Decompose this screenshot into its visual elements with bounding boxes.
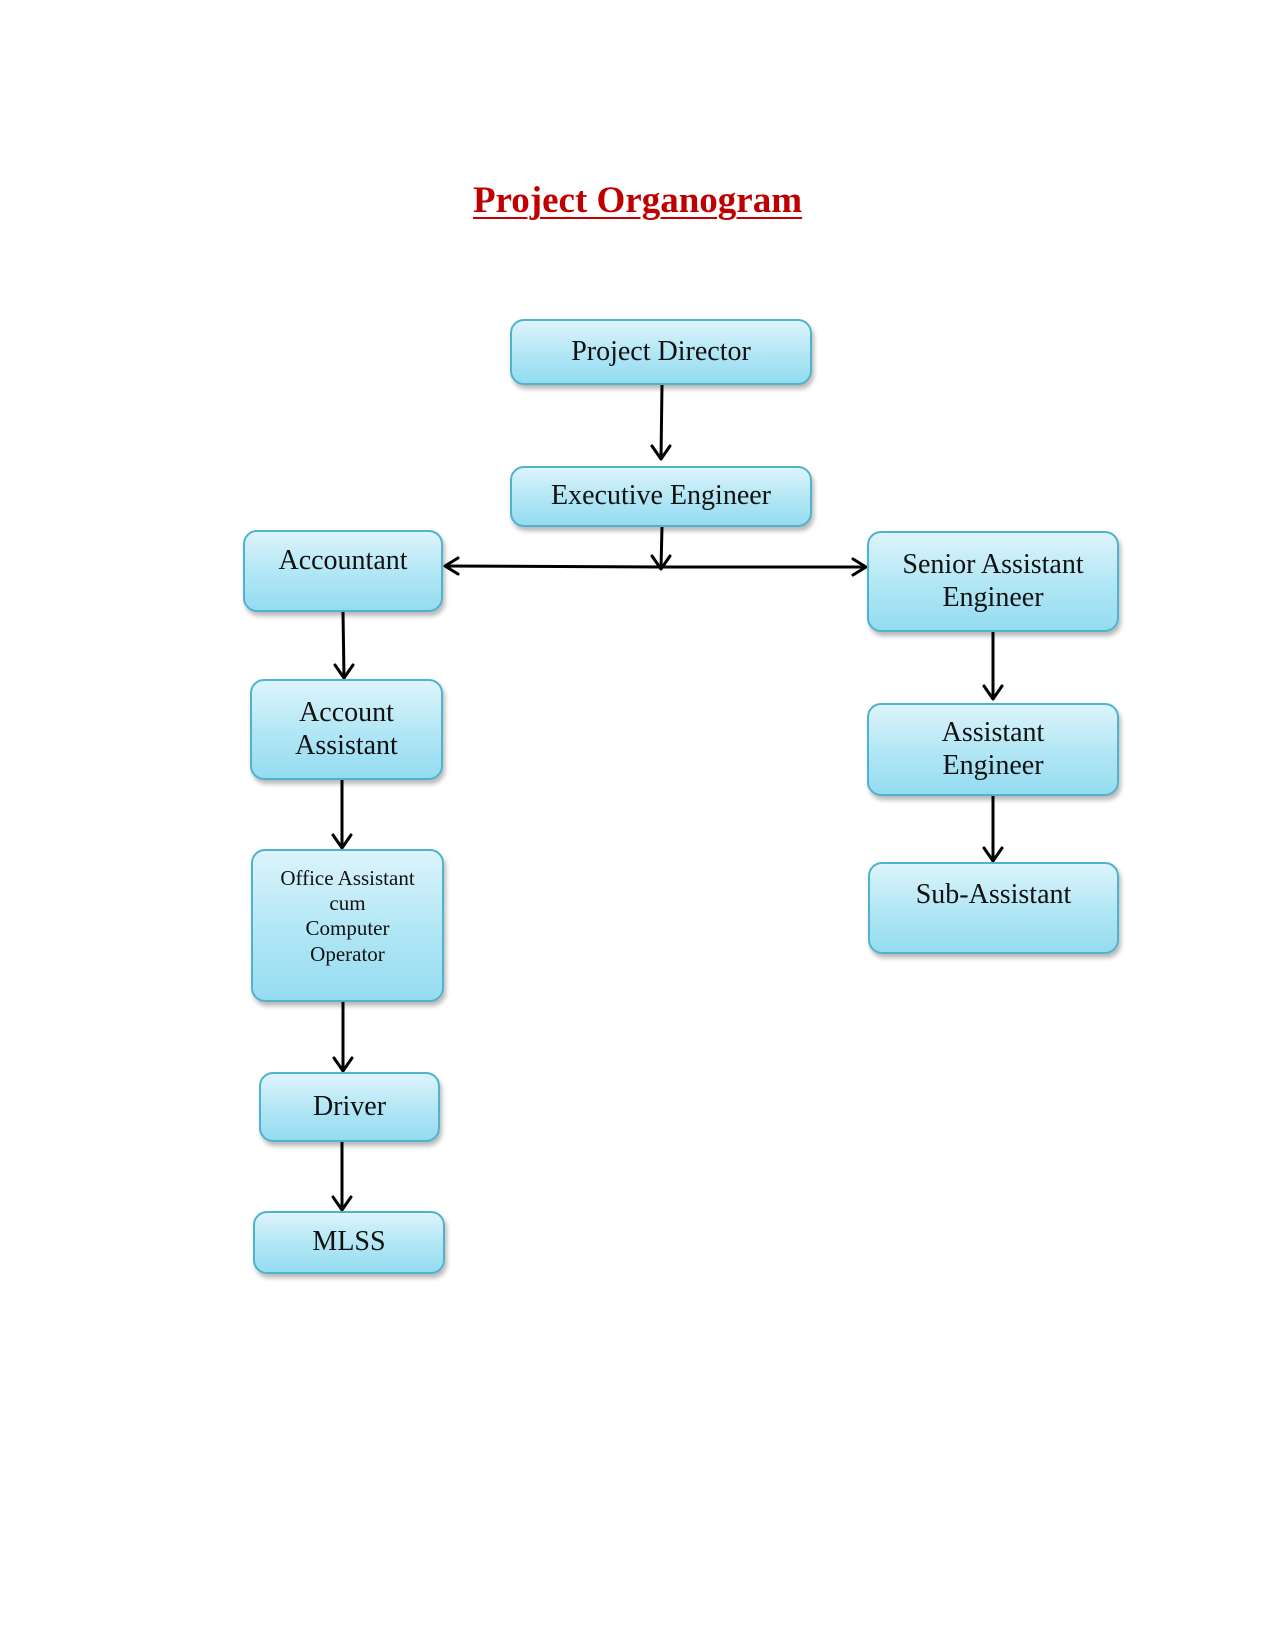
node-account-assistant: Account Assistant [250,679,443,780]
node-accountant: Accountant [243,530,443,612]
arrow-director-to-executive [650,383,672,461]
arrow-account-assistant-to-office-assistant [331,778,353,850]
node-label: Driver [312,1090,387,1122]
arrow-assistant-engineer-to-sub-assistant [982,794,1004,863]
node-label: Executive Engineer [550,480,771,512]
node-sub-assistant: Sub-Assistant [868,862,1119,954]
node-mlss: MLSS [253,1211,445,1274]
arrow-driver-to-mlss [331,1140,353,1212]
arrow-office-assistant-to-driver [332,1000,354,1073]
node-assistant-engineer: Assistant Engineer [867,703,1119,796]
arrow-executive-to-bus [650,525,672,571]
node-project-director: Project Director [510,319,812,385]
arrow-bus-to-senior-assistant-engineer [659,557,868,577]
node-executive-engineer: Executive Engineer [510,466,812,527]
node-office-assistant: Office Assistant cum Computer Operator [251,849,444,1002]
arrow-bus-to-accountant [443,556,663,576]
node-senior-assistant-engineer: Senior Assistant Engineer [867,531,1119,632]
node-driver: Driver [259,1072,440,1142]
node-label: Accountant [278,545,408,576]
node-label: Assistant Engineer [941,716,1045,781]
node-label: Senior Assistant Engineer [902,548,1084,613]
page-title: Project Organogram [472,180,803,221]
arrow-senior-to-assistant-engineer [982,630,1004,701]
node-label: Project Director [571,335,751,367]
arrow-accountant-to-account-assistant [333,610,355,680]
node-label: MLSS [312,1226,386,1258]
node-label: Account Assistant [295,696,398,761]
node-label: Office Assistant cum Computer Operator [280,866,415,966]
node-label: Sub-Assistant [915,879,1072,910]
